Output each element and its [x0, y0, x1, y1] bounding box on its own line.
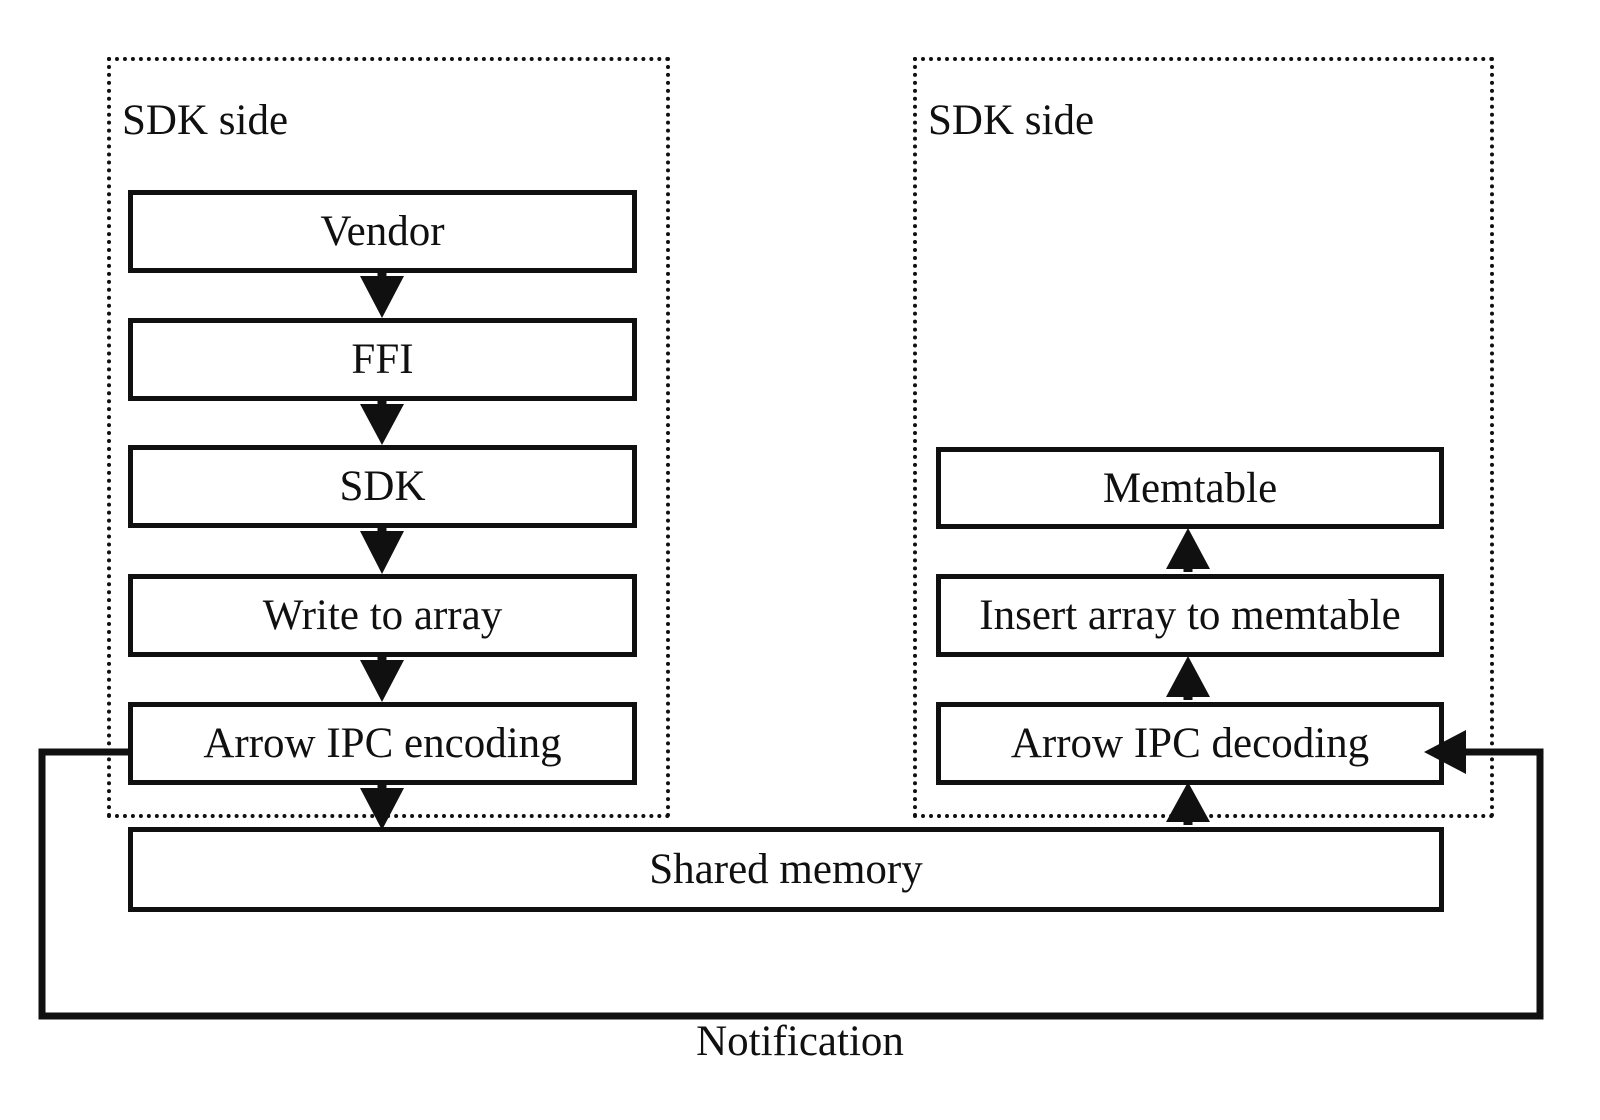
group-label-right: SDK side	[928, 97, 1095, 144]
box-memtable[interactable]: Memtable	[936, 447, 1444, 529]
box-insert-array-to-memtable[interactable]: Insert array to memtable	[936, 574, 1444, 657]
box-arrow-ipc-encoding-label: Arrow IPC encoding	[203, 720, 562, 767]
box-shared-memory-label: Shared memory	[649, 846, 923, 893]
group-label-left: SDK side	[122, 97, 289, 144]
box-arrow-ipc-decoding[interactable]: Arrow IPC decoding	[936, 702, 1444, 785]
notification-caption: Notification	[696, 1018, 904, 1065]
box-arrow-ipc-encoding[interactable]: Arrow IPC encoding	[128, 702, 637, 785]
box-write-to-array-label: Write to array	[262, 592, 503, 639]
box-ffi[interactable]: FFI	[128, 318, 637, 401]
box-arrow-ipc-decoding-label: Arrow IPC decoding	[1010, 720, 1370, 767]
box-shared-memory[interactable]: Shared memory	[128, 827, 1444, 912]
box-insert-array-to-memtable-label: Insert array to memtable	[979, 592, 1401, 639]
box-memtable-label: Memtable	[1102, 464, 1278, 512]
box-vendor[interactable]: Vendor	[128, 190, 637, 273]
box-write-to-array[interactable]: Write to array	[128, 574, 637, 657]
box-ffi-label: FFI	[351, 336, 414, 383]
box-sdk-label: SDK	[339, 463, 426, 510]
box-vendor-label: Vendor	[320, 208, 445, 255]
box-sdk[interactable]: SDK	[128, 445, 637, 528]
